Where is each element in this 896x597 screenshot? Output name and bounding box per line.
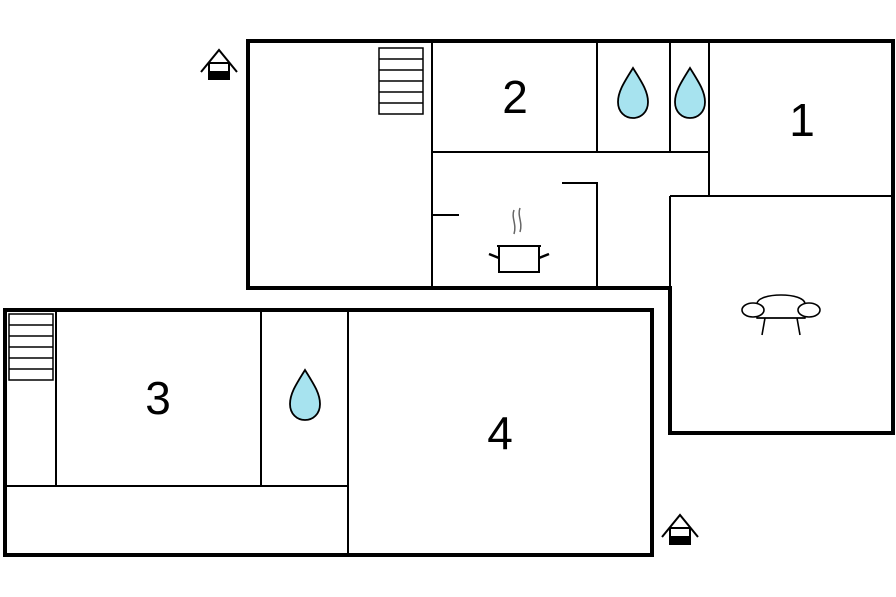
lower-unit-outer-wall — [3, 308, 654, 557]
room-4-label: 4 — [487, 407, 513, 459]
water-drop-icon — [674, 66, 706, 119]
water-drop-icon — [617, 66, 649, 119]
water-drop-icon — [289, 368, 321, 421]
upper-unit-outer-wall — [246, 39, 895, 435]
room-3-label: 3 — [145, 372, 171, 424]
stairs-icon — [378, 47, 424, 115]
room-1-label: 1 — [789, 94, 815, 146]
cooking-pot-icon — [488, 207, 550, 273]
house-entrance-icon — [661, 513, 699, 545]
house-entrance-icon — [200, 48, 238, 80]
sofa-icon — [741, 294, 821, 336]
room-2-label: 2 — [502, 71, 528, 123]
upper-inner-walls — [431, 41, 893, 288]
stairs-icon — [8, 313, 54, 381]
lower-inner-walls — [5, 310, 349, 555]
